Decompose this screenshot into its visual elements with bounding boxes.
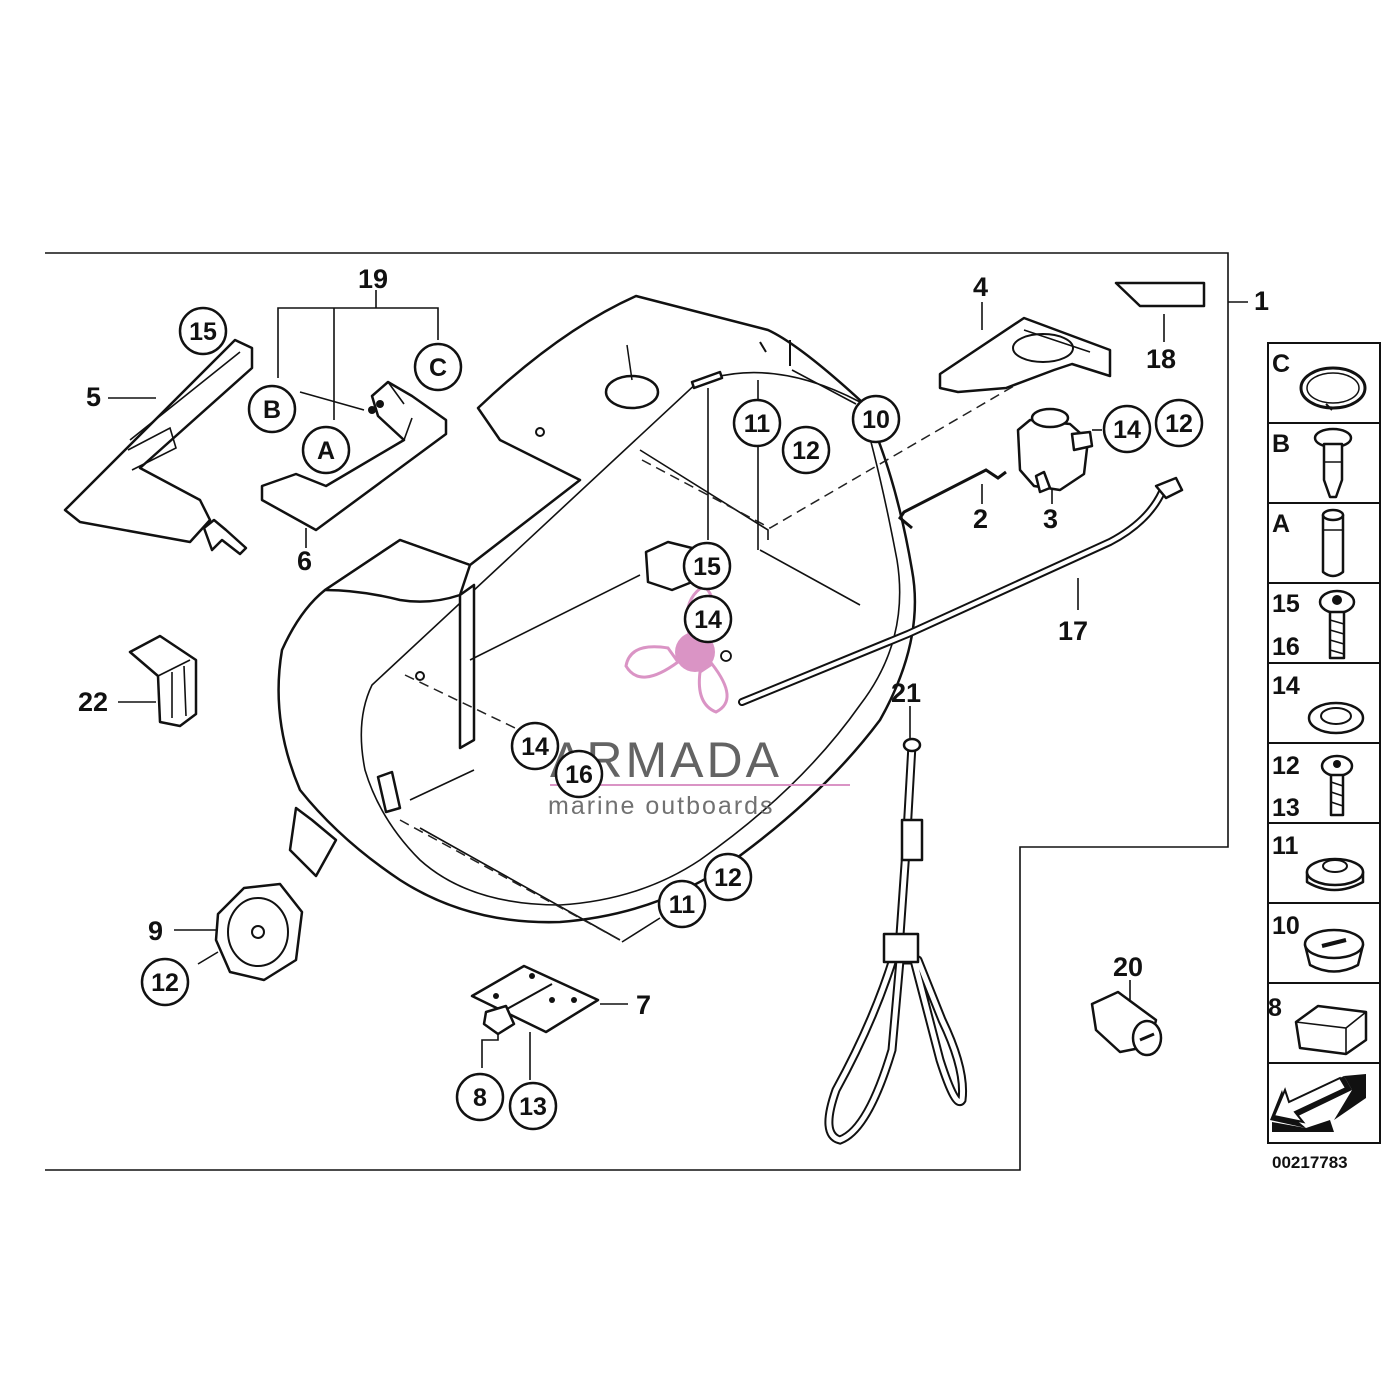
circled-callout: 12 bbox=[703, 852, 753, 902]
reference-number: 00217783 bbox=[1272, 1153, 1348, 1172]
callout-2: 2 bbox=[973, 504, 988, 534]
side-label: A bbox=[1272, 510, 1290, 538]
circled-callout: 13 bbox=[508, 1081, 558, 1131]
lanyard-part bbox=[824, 737, 968, 1145]
svg-text:12: 12 bbox=[714, 864, 742, 892]
circled-callout: 14 bbox=[683, 594, 733, 644]
side-label: 16 bbox=[1272, 633, 1300, 661]
lock-part bbox=[1016, 407, 1094, 494]
washer-icon bbox=[1307, 701, 1365, 735]
arrow-icon bbox=[1270, 1074, 1366, 1132]
circled-callout: 16 bbox=[554, 749, 604, 799]
clip-part bbox=[128, 634, 198, 728]
circled-callout: 14 bbox=[510, 721, 560, 771]
cover-body bbox=[277, 294, 917, 941]
circled-callout: 12 bbox=[1154, 398, 1204, 448]
side-label: 15 bbox=[1272, 590, 1300, 618]
cap-icon bbox=[1303, 928, 1365, 973]
leader-lines bbox=[108, 290, 1248, 1080]
cap-housing-part bbox=[214, 882, 304, 982]
svg-text:14: 14 bbox=[1113, 416, 1141, 444]
sleeve-icon bbox=[1321, 508, 1345, 578]
svg-text:12: 12 bbox=[151, 969, 179, 997]
svg-text:A: A bbox=[317, 437, 335, 465]
circled-callout: 12 bbox=[781, 425, 831, 475]
svg-text:B: B bbox=[263, 396, 281, 424]
svg-text:15: 15 bbox=[189, 318, 217, 346]
filler-hole bbox=[604, 374, 660, 410]
handle-part bbox=[260, 380, 448, 532]
frame-outline bbox=[45, 252, 1229, 1171]
circled-callout: 12 bbox=[140, 957, 190, 1007]
bolt-icon bbox=[1318, 589, 1356, 660]
callout-18: 18 bbox=[1146, 344, 1176, 374]
side-label: 14 bbox=[1272, 672, 1300, 700]
circled-callout: 8 bbox=[455, 1072, 505, 1122]
grommet-icon bbox=[1305, 857, 1365, 892]
hinge-part bbox=[470, 964, 600, 1036]
callout-1: 1 bbox=[1254, 286, 1269, 316]
side-label: 11 bbox=[1272, 832, 1299, 860]
rubber-pad-icon bbox=[1294, 1004, 1368, 1056]
callout-9: 9 bbox=[148, 916, 163, 946]
circled-callout: 15 bbox=[178, 306, 228, 356]
callout-4: 4 bbox=[973, 272, 988, 302]
side-label: C bbox=[1272, 350, 1290, 378]
side-label: 10 bbox=[1272, 912, 1300, 940]
lever-part bbox=[898, 468, 1007, 530]
svg-text:14: 14 bbox=[694, 606, 722, 634]
circled-callout: 15 bbox=[682, 541, 732, 591]
callout-7: 7 bbox=[636, 990, 651, 1020]
push-rivet-icon bbox=[1313, 427, 1353, 499]
side-label: B bbox=[1272, 430, 1290, 458]
side-label: 12 bbox=[1272, 752, 1300, 780]
cable-part bbox=[738, 476, 1184, 706]
side-panel-part bbox=[63, 338, 254, 556]
screw-icon bbox=[1320, 754, 1354, 817]
circlip-icon bbox=[1299, 366, 1367, 411]
side-parts-panel: C B A 15 16 14 12 13 11 10 8 bbox=[1267, 342, 1381, 1144]
bracket-part bbox=[938, 316, 1112, 394]
circled-callout: 11 bbox=[657, 879, 707, 929]
svg-text:15: 15 bbox=[693, 553, 721, 581]
circled-callout: C bbox=[413, 342, 463, 392]
svg-text:11: 11 bbox=[744, 410, 771, 438]
circled-callout: B bbox=[247, 384, 297, 434]
callout-19: 19 bbox=[358, 264, 388, 294]
label-plate-part bbox=[1114, 281, 1206, 308]
svg-text:12: 12 bbox=[1165, 410, 1193, 438]
circled-callout: 10 bbox=[851, 394, 901, 444]
circled-callout: A bbox=[301, 425, 351, 475]
svg-text:10: 10 bbox=[862, 406, 890, 434]
svg-text:8: 8 bbox=[473, 1084, 487, 1112]
callout-21: 21 bbox=[891, 678, 921, 708]
svg-text:13: 13 bbox=[519, 1093, 547, 1121]
circled-callout: 14 bbox=[1102, 404, 1152, 454]
svg-text:14: 14 bbox=[521, 733, 549, 761]
svg-text:11: 11 bbox=[669, 891, 696, 919]
callout-5: 5 bbox=[86, 382, 101, 412]
circled-callout: 11 bbox=[732, 398, 782, 448]
svg-text:12: 12 bbox=[792, 437, 820, 465]
callout-20: 20 bbox=[1113, 952, 1143, 982]
callout-17: 17 bbox=[1058, 616, 1088, 646]
callout-3: 3 bbox=[1043, 504, 1058, 534]
svg-text:C: C bbox=[429, 354, 447, 382]
svg-text:16: 16 bbox=[565, 761, 593, 789]
callout-22: 22 bbox=[78, 687, 108, 717]
lock-cylinder-part bbox=[1090, 990, 1163, 1057]
side-label: 13 bbox=[1272, 794, 1300, 822]
side-label: 8 bbox=[1268, 994, 1282, 1022]
callout-6: 6 bbox=[297, 546, 312, 576]
